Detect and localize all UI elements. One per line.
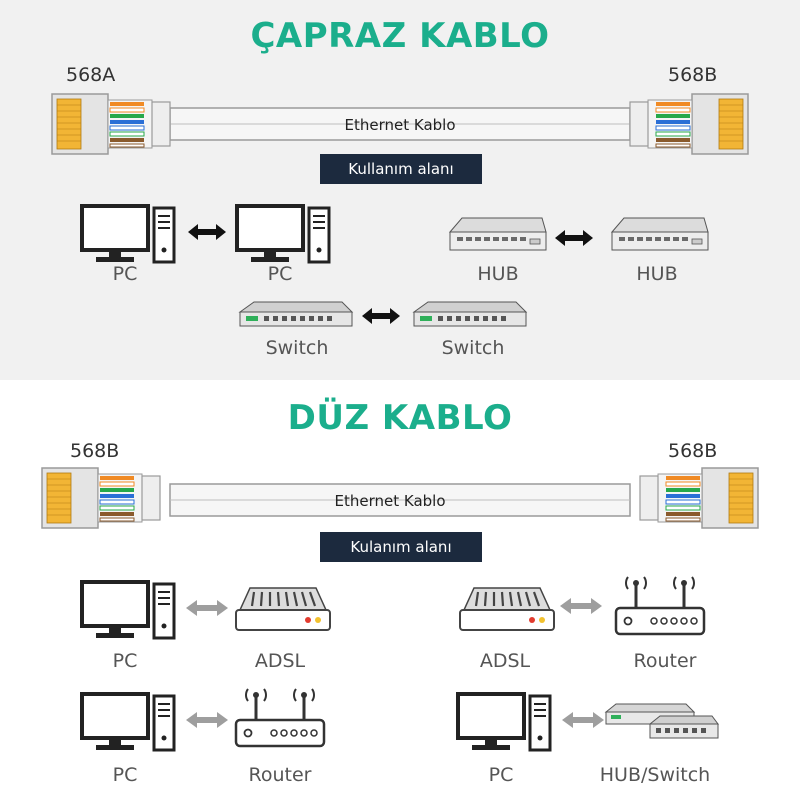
hub-icon bbox=[449, 217, 547, 251]
device-label-pc: PC bbox=[488, 764, 514, 786]
device-label-switch: Switch bbox=[265, 337, 329, 359]
crossover-section bbox=[0, 0, 800, 380]
device-label-hub: HUB bbox=[477, 263, 519, 285]
straight-title: DÜZ KABLO bbox=[287, 398, 513, 438]
crossover-cable bbox=[169, 107, 631, 141]
device-label-pc: PC bbox=[112, 650, 138, 672]
double-arrow-icon bbox=[186, 712, 228, 728]
switch-icon bbox=[413, 301, 527, 327]
cable-label: Ethernet Kablo bbox=[334, 492, 446, 510]
device-label-hub: HUB bbox=[636, 263, 678, 285]
device-label-router: Router bbox=[248, 764, 312, 786]
right-standard-label: 568B bbox=[668, 64, 718, 86]
left-standard-label: 568B bbox=[70, 440, 120, 462]
router-icon bbox=[614, 575, 706, 636]
device-label-router: Router bbox=[633, 650, 697, 672]
right-standard-label: 568B bbox=[668, 440, 718, 462]
rj45-plug-right bbox=[629, 93, 749, 155]
double-arrow-icon bbox=[188, 224, 226, 240]
rj45-plug-left bbox=[51, 93, 171, 155]
double-arrow-icon bbox=[186, 600, 228, 616]
pc-icon bbox=[80, 692, 176, 752]
adsl-modem-icon bbox=[234, 586, 332, 632]
double-arrow-icon bbox=[555, 230, 593, 246]
pc-icon bbox=[80, 580, 176, 640]
usage-label: Kullanım alanı bbox=[320, 154, 482, 184]
device-label-pc: PC bbox=[112, 764, 138, 786]
pc-icon bbox=[80, 204, 176, 264]
rj45-plug-left bbox=[41, 467, 161, 529]
double-arrow-icon bbox=[362, 308, 400, 324]
device-label-adsl: ADSL bbox=[479, 650, 531, 672]
device-label-pc: PC bbox=[267, 263, 293, 285]
usage-label: Kulanım alanı bbox=[320, 532, 482, 562]
double-arrow-icon bbox=[560, 598, 602, 614]
double-arrow-icon bbox=[562, 712, 604, 728]
router-icon bbox=[234, 687, 326, 748]
left-standard-label: 568A bbox=[66, 64, 116, 86]
device-label-pc: PC bbox=[112, 263, 138, 285]
hub-icon bbox=[611, 217, 709, 251]
pc-icon bbox=[235, 204, 331, 264]
straight-cable bbox=[169, 483, 631, 517]
device-label-adsl: ADSL bbox=[254, 650, 306, 672]
pc-icon bbox=[456, 692, 552, 752]
adsl-modem-icon bbox=[458, 586, 556, 632]
rj45-plug-right bbox=[639, 467, 759, 529]
switch-icon bbox=[239, 301, 353, 327]
device-label-switch: Switch bbox=[441, 337, 505, 359]
device-label-hub-switch: HUB/Switch bbox=[599, 764, 711, 786]
cable-label: Ethernet Kablo bbox=[344, 116, 456, 134]
hub-switch-icon bbox=[605, 703, 719, 739]
crossover-title: ÇAPRAZ KABLO bbox=[250, 16, 550, 56]
